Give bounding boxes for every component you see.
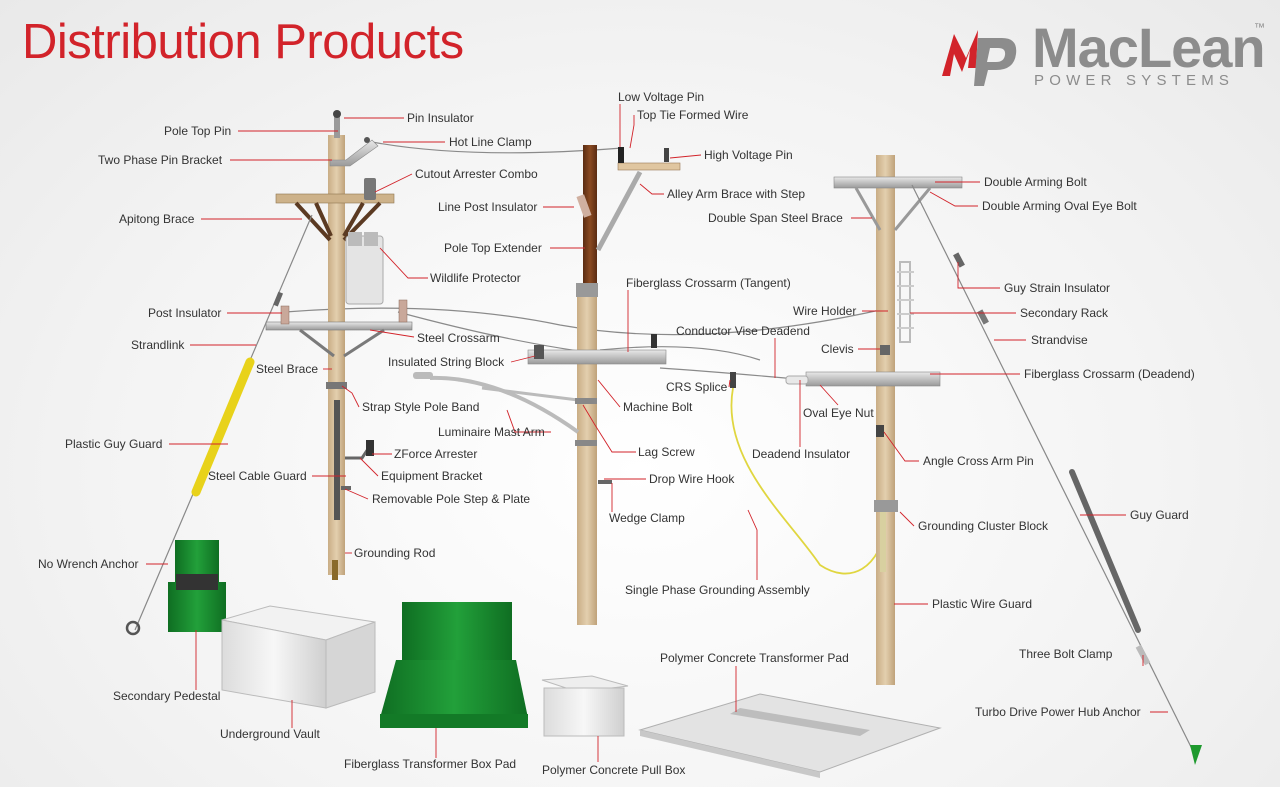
label-crs-splice: CRS Splice xyxy=(666,380,728,394)
label-clevis: Clevis xyxy=(821,342,854,356)
label-apitong-brace: Apitong Brace xyxy=(119,212,195,226)
label-deadend-insulator: Deadend Insulator xyxy=(752,447,851,461)
brand-name: MacLean xyxy=(1032,16,1266,79)
label-pole-top-pin: Pole Top Pin xyxy=(164,124,232,138)
label-line-post-insulator: Line Post Insulator xyxy=(438,200,538,214)
label-strandlink: Strandlink xyxy=(131,338,185,352)
right-pole xyxy=(876,155,895,685)
guy-guard-shape xyxy=(1069,469,1141,633)
pin-insulator-shape xyxy=(333,110,341,118)
label-wildlife-protector: Wildlife Protector xyxy=(430,271,521,285)
label-top-tie-formed-wire: Top Tie Formed Wire xyxy=(637,108,749,122)
label-lag-screw: Lag Screw xyxy=(638,445,695,459)
plastic-guy-guard-shape xyxy=(191,357,255,497)
label-double-arming-oval-eye-bolt: Double Arming Oval Eye Bolt xyxy=(982,199,1137,213)
label-grounding-rod: Grounding Rod xyxy=(354,546,436,560)
label-hot-line-clamp: Hot Line Clamp xyxy=(449,135,532,149)
leader-lines xyxy=(146,104,1168,762)
polymer-concrete-transformer-pad-shape xyxy=(638,693,942,778)
label-secondary-pedestal: Secondary Pedestal xyxy=(113,689,221,703)
fiberglass-transformer-box-pad-shape xyxy=(380,602,528,728)
label-underground-vault: Underground Vault xyxy=(220,727,320,741)
label-guy-strain-insulator: Guy Strain Insulator xyxy=(1004,281,1111,295)
middle-pole xyxy=(577,285,597,625)
label-turbo-drive-power-hub-anchor: Turbo Drive Power Hub Anchor xyxy=(975,705,1141,719)
label-wedge-clamp: Wedge Clamp xyxy=(609,511,685,525)
underground-vault-shape xyxy=(221,605,376,709)
label-zforce-arrester: ZForce Arrester xyxy=(394,447,478,461)
label-pole-top-extender: Pole Top Extender xyxy=(444,241,542,255)
label-guy-guard: Guy Guard xyxy=(1130,508,1189,522)
transformer-can xyxy=(345,235,384,305)
label-low-voltage-pin: Low Voltage Pin xyxy=(618,90,705,104)
label-post-insulator: Post Insulator xyxy=(148,306,222,320)
label-two-phase-pin-bracket: Two Phase Pin Bracket xyxy=(98,153,223,167)
grounding-wire-shape xyxy=(730,387,889,575)
label-steel-cable-guard: Steel Cable Guard xyxy=(208,469,307,483)
left-pole-assembly xyxy=(265,110,413,580)
secondary-pedestal-shape xyxy=(168,540,226,632)
page-title: Distribution Products xyxy=(22,15,464,69)
turbo-anchor-head xyxy=(1190,745,1202,765)
steel-crossarm-shape xyxy=(265,321,413,331)
label-three-bolt-clamp: Three Bolt Clamp xyxy=(1019,647,1113,661)
label-pin-insulator: Pin Insulator xyxy=(407,111,474,125)
label-alley-arm-brace-with-step: Alley Arm Brace with Step xyxy=(667,187,806,201)
polymer-concrete-pull-box-shape xyxy=(541,675,629,737)
right-pole-assembly xyxy=(785,155,963,685)
label-polymer-concrete-transformer-pad: Polymer Concrete Transformer Pad xyxy=(660,651,849,665)
label-cutout-arrester-combo: Cutout Arrester Combo xyxy=(415,167,538,181)
label-strap-style-pole-band: Strap Style Pole Band xyxy=(362,400,480,414)
double-arming-crossarm xyxy=(833,176,963,189)
label-grounding-cluster-block: Grounding Cluster Block xyxy=(918,519,1049,533)
maclean-mark-icon xyxy=(942,30,1017,86)
two-phase-bracket xyxy=(329,139,379,167)
label-double-arming-bolt: Double Arming Bolt xyxy=(984,175,1087,189)
label-drop-wire-hook: Drop Wire Hook xyxy=(649,472,735,486)
label-strandvise: Strandvise xyxy=(1031,333,1088,347)
middle-pole-assembly xyxy=(413,145,889,625)
label-oval-eye-nut: Oval Eye Nut xyxy=(803,406,874,420)
cutout-shape xyxy=(364,178,376,200)
label-plastic-wire-guard: Plastic Wire Guard xyxy=(932,597,1033,611)
label-angle-cross-arm-pin: Angle Cross Arm Pin xyxy=(923,454,1034,468)
left-pole xyxy=(328,135,345,575)
label-single-phase-grounding-assembly: Single Phase Grounding Assembly xyxy=(625,583,810,597)
label-no-wrench-anchor: No Wrench Anchor xyxy=(38,557,139,571)
label-fiberglass-crossarm-tangent: Fiberglass Crossarm (Tangent) xyxy=(626,276,791,290)
label-insulated-string-block: Insulated String Block xyxy=(388,355,505,369)
apitong-crossarm xyxy=(275,193,395,204)
brand-trademark: ™ xyxy=(1254,22,1265,34)
label-secondary-rack: Secondary Rack xyxy=(1020,306,1109,320)
fiberglass-crossarm-deadend-shape xyxy=(805,371,941,387)
label-plastic-guy-guard: Plastic Guy Guard xyxy=(65,437,163,451)
label-steel-crossarm: Steel Crossarm xyxy=(417,331,500,345)
label-double-span-steel-brace: Double Span Steel Brace xyxy=(708,211,843,225)
label-steel-brace: Steel Brace xyxy=(256,362,319,376)
label-fiberglass-transformer-box-pad: Fiberglass Transformer Box Pad xyxy=(344,757,517,771)
brand-tagline: POWER SYSTEMS xyxy=(1034,72,1235,89)
anchor-eye xyxy=(125,620,141,636)
maclean-logo: MacLean ™ POWER SYSTEMS xyxy=(938,20,1268,100)
label-luminaire-mast-arm: Luminaire Mast Arm xyxy=(438,425,545,439)
label-wire-holder: Wire Holder xyxy=(793,304,857,318)
label-high-voltage-pin: High Voltage Pin xyxy=(704,148,793,162)
label-conductor-vise-deadend: Conductor Vise Deadend xyxy=(676,324,810,338)
label-removable-pole-step-plate: Removable Pole Step & Plate xyxy=(372,492,531,506)
right-guy-assembly xyxy=(911,184,1202,765)
left-guy-assembly xyxy=(125,214,313,636)
label-machine-bolt: Machine Bolt xyxy=(623,400,693,414)
secondary-rack-shape xyxy=(899,261,911,343)
label-equipment-bracket: Equipment Bracket xyxy=(381,469,483,483)
label-fiberglass-crossarm-deadend: Fiberglass Crossarm (Deadend) xyxy=(1024,367,1195,381)
fiberglass-crossarm-tangent-shape xyxy=(527,349,667,365)
label-polymer-concrete-pull-box: Polymer Concrete Pull Box xyxy=(542,763,686,777)
